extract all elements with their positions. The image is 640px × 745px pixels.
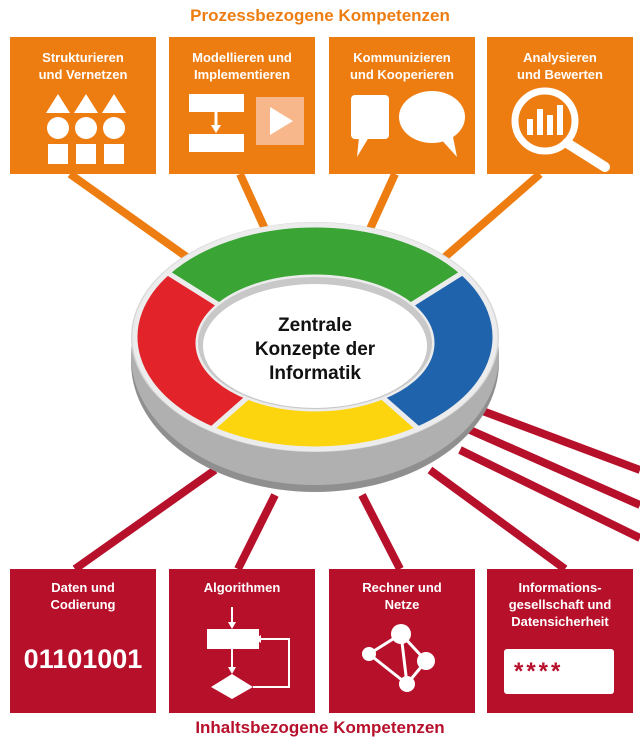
- connector-networks: [358, 493, 404, 571]
- content-connectors: [72, 406, 640, 573]
- process-box-structuring: Strukturieren und Vernetzen: [10, 37, 156, 174]
- connector-algorithms: [234, 493, 279, 571]
- process-heading: Prozessbezogene Kompetenzen: [190, 6, 450, 25]
- content-box-society: Informations- gesellschaft und Datensich…: [487, 569, 633, 713]
- flowchart-icon: [207, 607, 290, 699]
- content-heading: Inhaltsbezogene Kompetenzen: [195, 718, 445, 737]
- process-box-communicating: Kommunizieren und Kooperieren: [329, 37, 475, 174]
- process-box-label: Kommunizieren und Kooperieren: [349, 50, 454, 82]
- content-box-label: Daten und Codierung: [50, 580, 116, 612]
- process-connectors: [67, 170, 543, 274]
- ring-center: [203, 284, 427, 408]
- content-box-networks: Rechner und Netze: [329, 569, 475, 713]
- magnifier-chart-icon: [511, 87, 610, 172]
- speech-bubbles-icon: [351, 91, 465, 157]
- connector-extra-1: [458, 446, 640, 542]
- flowchart-play-icon: [189, 94, 304, 152]
- process-box-label: Modellieren und Implementieren: [192, 50, 292, 82]
- connector-extra-3: [478, 406, 640, 474]
- password-field: ****: [504, 649, 614, 694]
- content-box-data: Daten und Codierung 01101001: [10, 569, 156, 713]
- content-box-label: Algorithmen: [203, 580, 281, 595]
- shapes-grid-icon: [46, 94, 126, 164]
- connector-structuring: [67, 170, 208, 274]
- connector-extra-2: [468, 426, 640, 509]
- process-box-modelling: Modellieren und Implementieren: [169, 37, 315, 174]
- network-graph-icon: [362, 624, 435, 692]
- process-box-label: Strukturieren und Vernetzen: [38, 50, 128, 82]
- concept-ring: [131, 222, 499, 492]
- content-box-label: Rechner und Netze: [362, 580, 442, 612]
- password-mask: ****: [514, 658, 564, 685]
- content-box-algorithms: Algorithmen: [169, 569, 315, 713]
- connector-analysing: [427, 170, 543, 274]
- connector-data: [72, 466, 218, 573]
- binary-value: 01101001: [23, 644, 143, 674]
- process-box-analysing: Analysieren und Bewerten: [487, 37, 633, 174]
- center-label: Zentrale Konzepte der Informatik: [254, 315, 376, 384]
- content-box-label: Informations- gesellschaft und Datensich…: [508, 580, 612, 629]
- process-box-label: Analysieren und Bewerten: [517, 50, 603, 82]
- connector-society: [427, 466, 568, 573]
